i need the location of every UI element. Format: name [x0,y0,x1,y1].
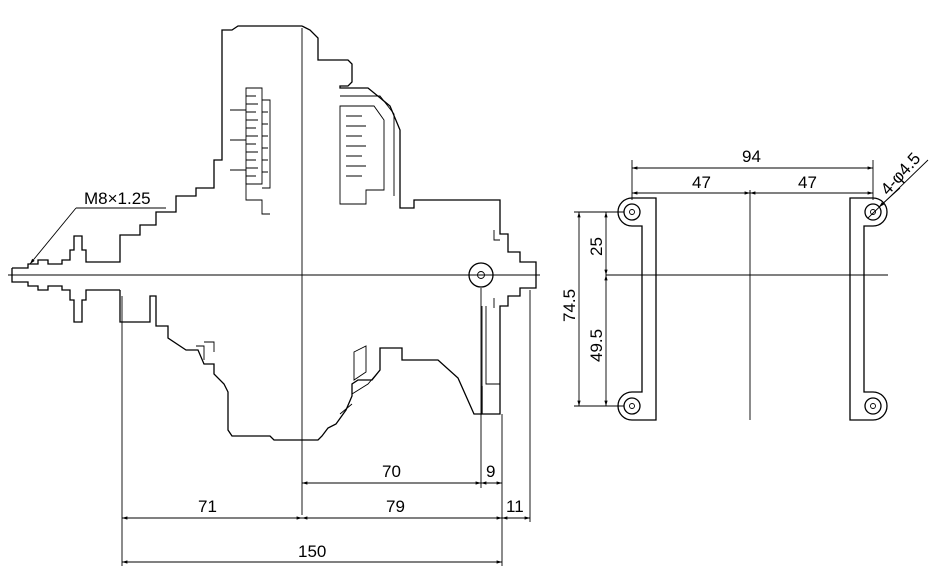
hole-note: 4-φ4.5 [877,149,924,199]
dim-94: 94 [742,147,761,166]
dim-71: 71 [198,497,217,516]
dim-150: 150 [298,542,326,561]
cylinder-fins-right [339,95,395,205]
engine-lower-outline [119,290,482,441]
mount-extension-lines [574,160,874,407]
left-bottom-hole [623,397,641,415]
engine-side-view: M8×1.25 70 9 71 79 11 150 [8,25,540,566]
dim-74-5: 74.5 [560,289,579,322]
right-top-hole [864,203,882,221]
dim-11: 11 [506,497,524,516]
dim-47-right: 47 [798,173,817,192]
left-top-hole [623,203,641,221]
left-mount-lug [617,197,657,421]
dim-79: 79 [386,497,405,516]
dim-25: 25 [587,237,606,256]
thread-note: M8×1.25 [84,189,151,208]
dim-49-5: 49.5 [587,329,606,362]
dim-9: 9 [486,462,495,481]
extension-lines [121,288,531,566]
hole-note-leader [867,159,929,219]
engine-upper-outline [11,25,537,415]
dim-47-left: 47 [692,173,711,192]
mount-plan-view: 94 47 47 74.5 25 49.5 4-φ4.5 [560,147,929,421]
rear-cover [481,230,500,414]
right-bottom-hole [864,397,882,415]
cylinder-fins-left [230,87,271,215]
rear-spindle [468,262,494,288]
right-mount-lug [849,197,888,421]
crank-web [196,341,381,415]
dim-70: 70 [382,462,401,481]
